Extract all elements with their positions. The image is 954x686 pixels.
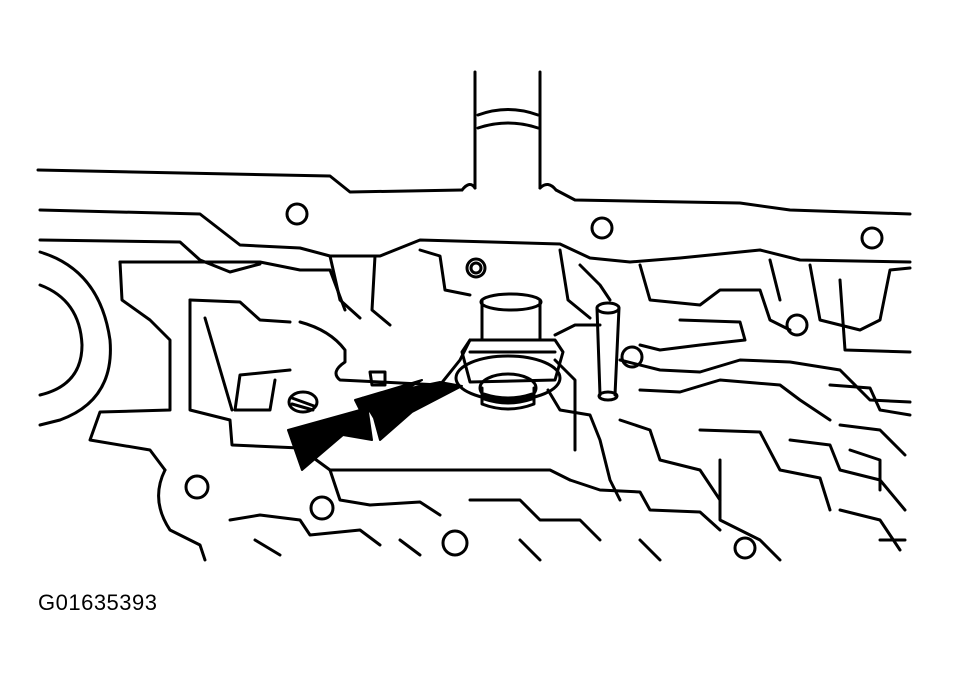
bracket-plate bbox=[233, 320, 622, 502]
internal-passages bbox=[88, 248, 912, 492]
nut-and-bolt bbox=[454, 292, 565, 411]
bolt-holes bbox=[184, 202, 884, 560]
arrow-icon bbox=[361, 381, 463, 441]
threaded-hole bbox=[287, 390, 319, 414]
locating-pin bbox=[595, 301, 621, 402]
callout-arrows bbox=[287, 379, 463, 471]
arrow-icon bbox=[287, 379, 423, 471]
figure-id-label: G01635393 bbox=[38, 590, 158, 615]
valve-body-plate-outline bbox=[36, 168, 912, 274]
shaft bbox=[460, 70, 558, 192]
lower-passages bbox=[157, 418, 907, 562]
left-bore bbox=[38, 250, 112, 427]
